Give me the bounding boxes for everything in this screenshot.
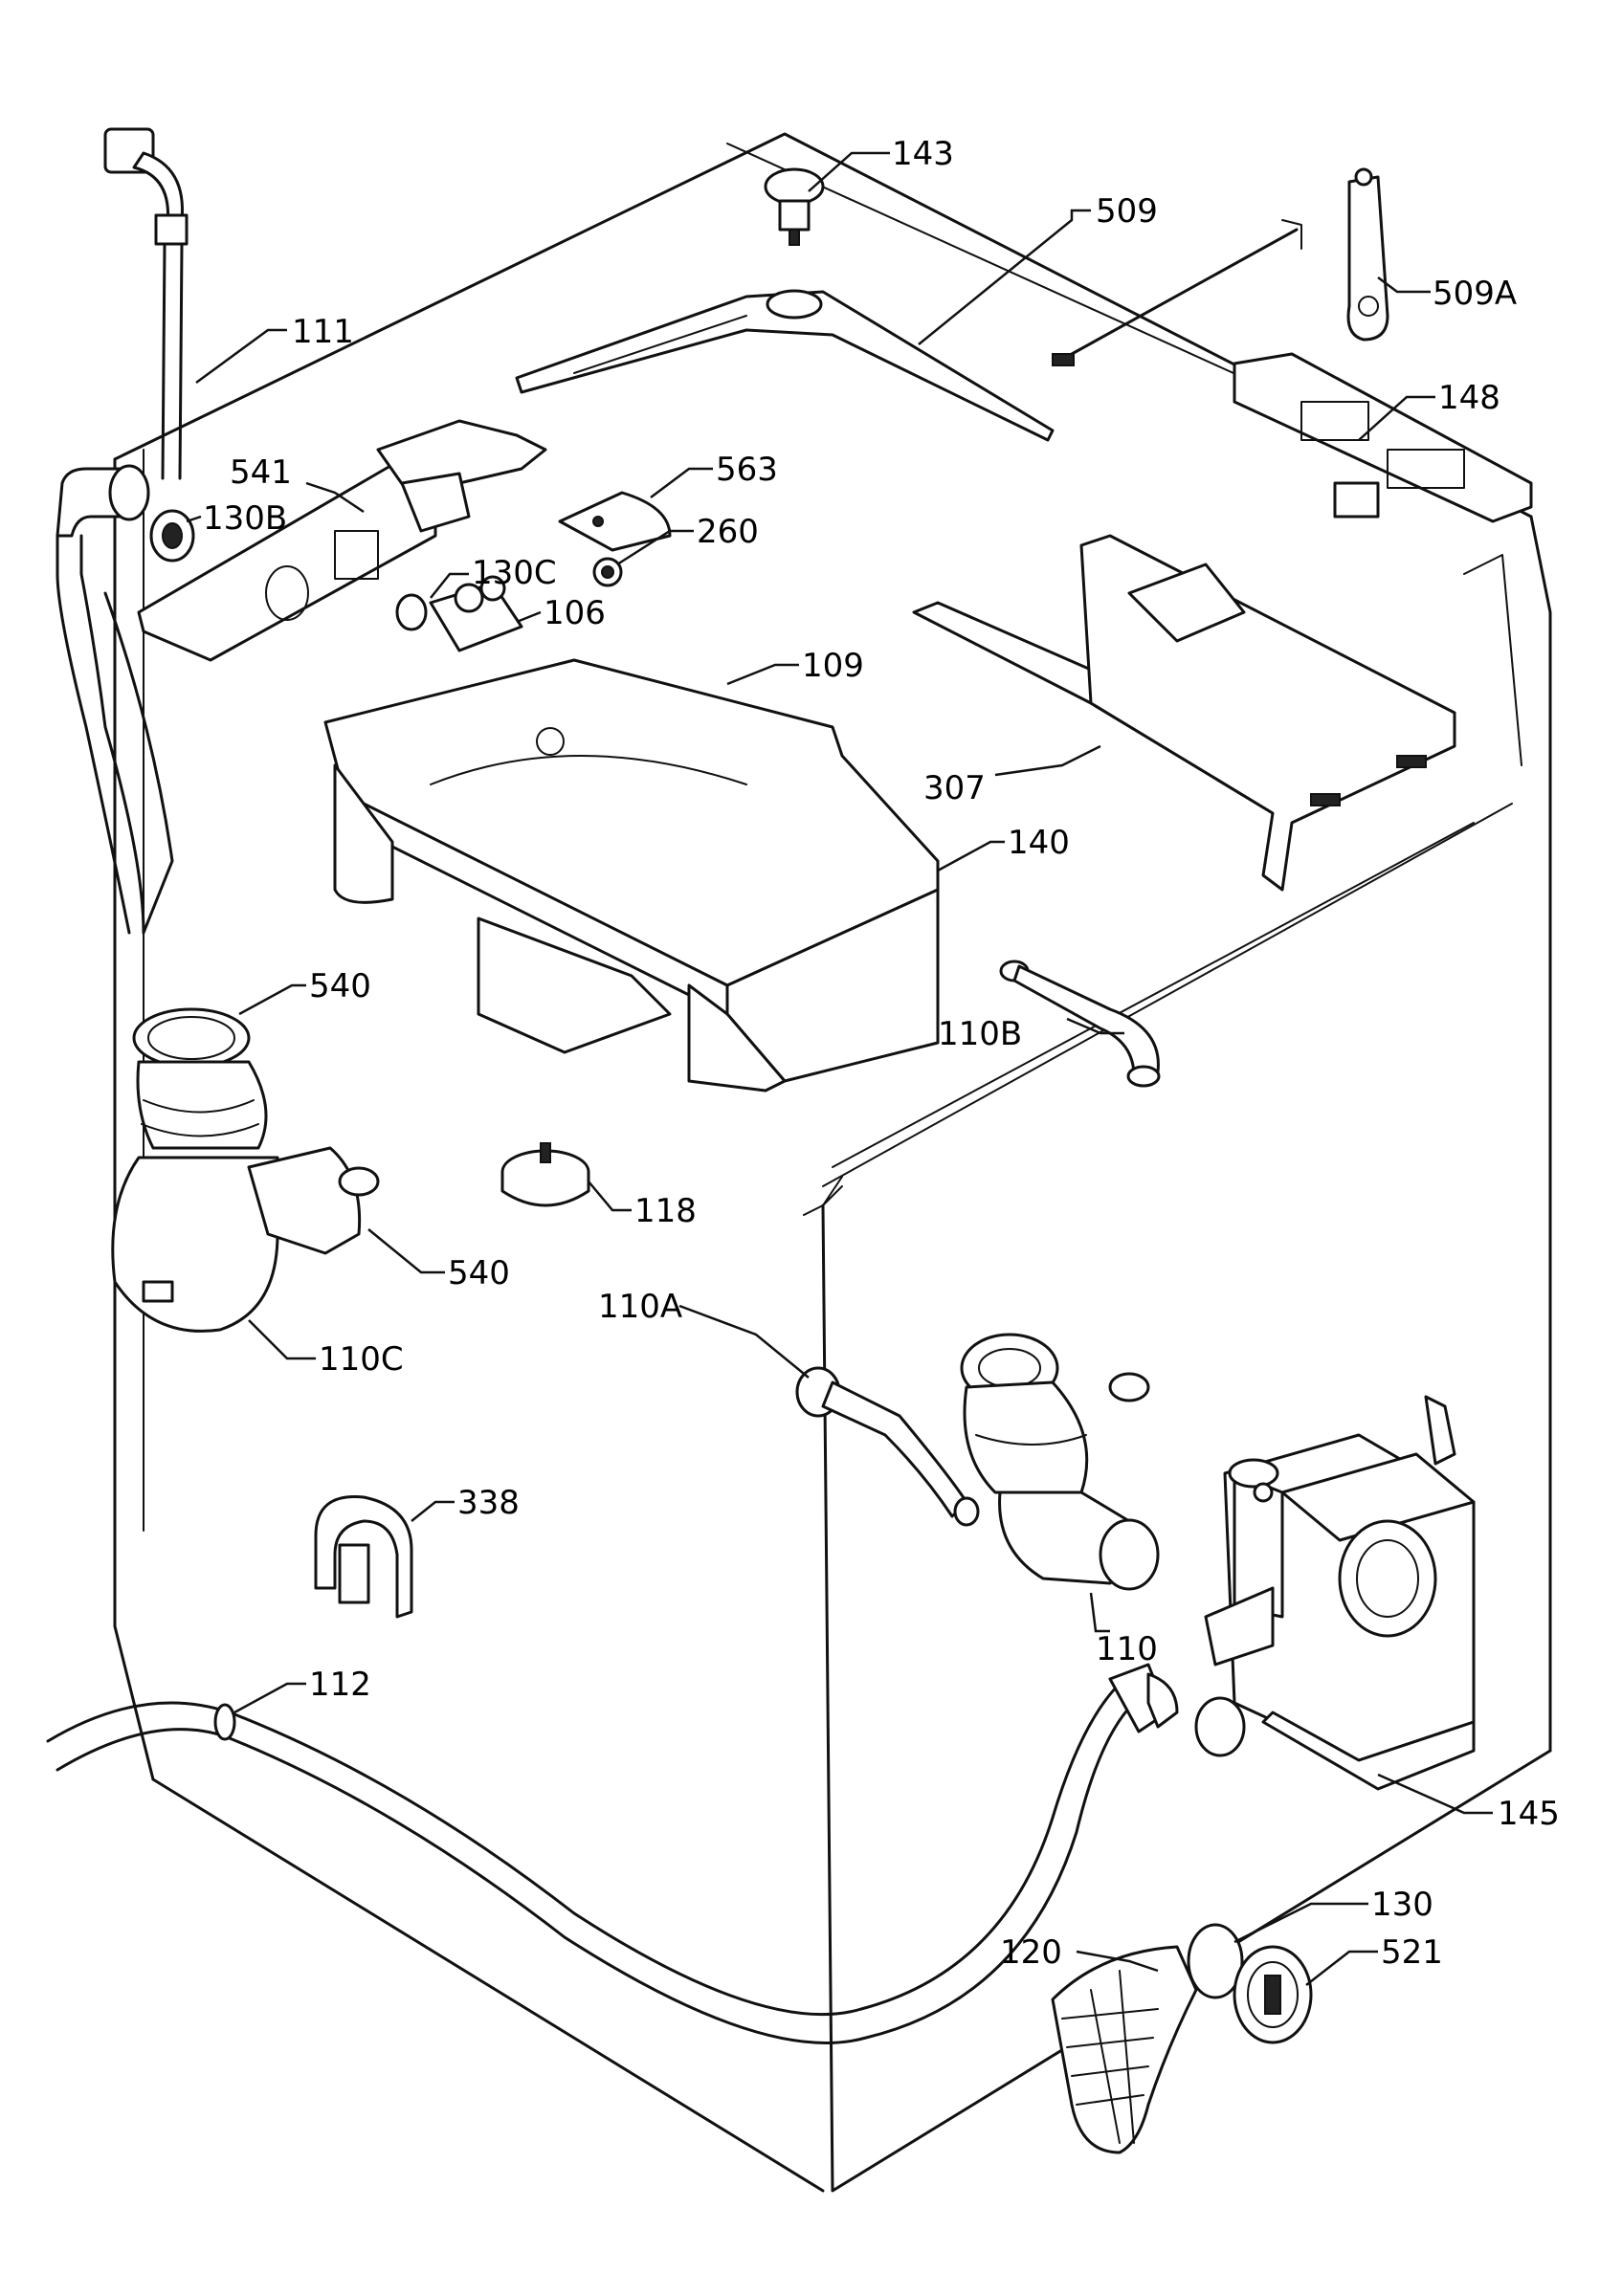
callout-130b: 130B	[203, 499, 287, 538]
pump-145	[1194, 1395, 1476, 1791]
bracket-148	[1233, 352, 1533, 523]
trap-assembly-110c	[111, 1007, 380, 1333]
callout-labels: 143 509 509A 111 148 541 563 130B 260 13…	[203, 135, 1560, 1972]
elbow-fitting-130b	[56, 464, 195, 935]
callout-540-lower: 540	[448, 1254, 510, 1292]
callout-140: 140	[1008, 824, 1070, 862]
callout-145: 145	[1498, 1795, 1560, 1833]
callout-110a: 110A	[598, 1288, 682, 1326]
drawer-307	[912, 534, 1456, 892]
part-260	[592, 557, 623, 587]
inlet-hose-111	[103, 127, 189, 480]
callout-540-upper: 540	[309, 967, 371, 1005]
knob-143	[764, 167, 825, 246]
callout-338: 338	[457, 1484, 520, 1522]
callout-563: 563	[716, 451, 778, 489]
callout-106: 106	[544, 594, 606, 632]
cover-563	[558, 491, 672, 552]
callout-110b: 110B	[938, 1015, 1022, 1053]
callout-307: 307	[923, 769, 986, 807]
callout-109: 109	[802, 647, 864, 685]
clip-338	[314, 1495, 413, 1619]
callout-111: 111	[292, 313, 354, 351]
lever-arm-509	[515, 289, 1055, 442]
callout-110: 110	[1096, 1630, 1158, 1668]
callout-148: 148	[1438, 379, 1500, 417]
callout-509a: 509A	[1433, 275, 1517, 313]
drain-hose-112	[46, 1663, 1179, 2044]
hose-110a	[795, 1366, 980, 1527]
callout-110c: 110C	[319, 1340, 404, 1379]
callout-521: 521	[1381, 1933, 1443, 1972]
callout-130: 130	[1371, 1886, 1433, 1924]
callout-260: 260	[697, 513, 759, 551]
callout-130c: 130C	[472, 554, 557, 592]
callout-120: 120	[1000, 1933, 1062, 1972]
lever-509a	[1346, 167, 1389, 342]
callout-509: 509	[1096, 192, 1158, 231]
rod-509	[1052, 219, 1302, 366]
valve-106	[395, 575, 523, 652]
filter-120	[1051, 1923, 1313, 2154]
gear-118	[500, 1142, 590, 1207]
trap-110	[960, 1333, 1160, 1591]
callout-112: 112	[309, 1666, 371, 1704]
callout-118: 118	[634, 1192, 697, 1230]
leader-lines	[186, 151, 1493, 1986]
callout-541: 541	[230, 453, 292, 492]
callout-143: 143	[892, 135, 954, 173]
dispenser-housing-109	[323, 658, 940, 1093]
